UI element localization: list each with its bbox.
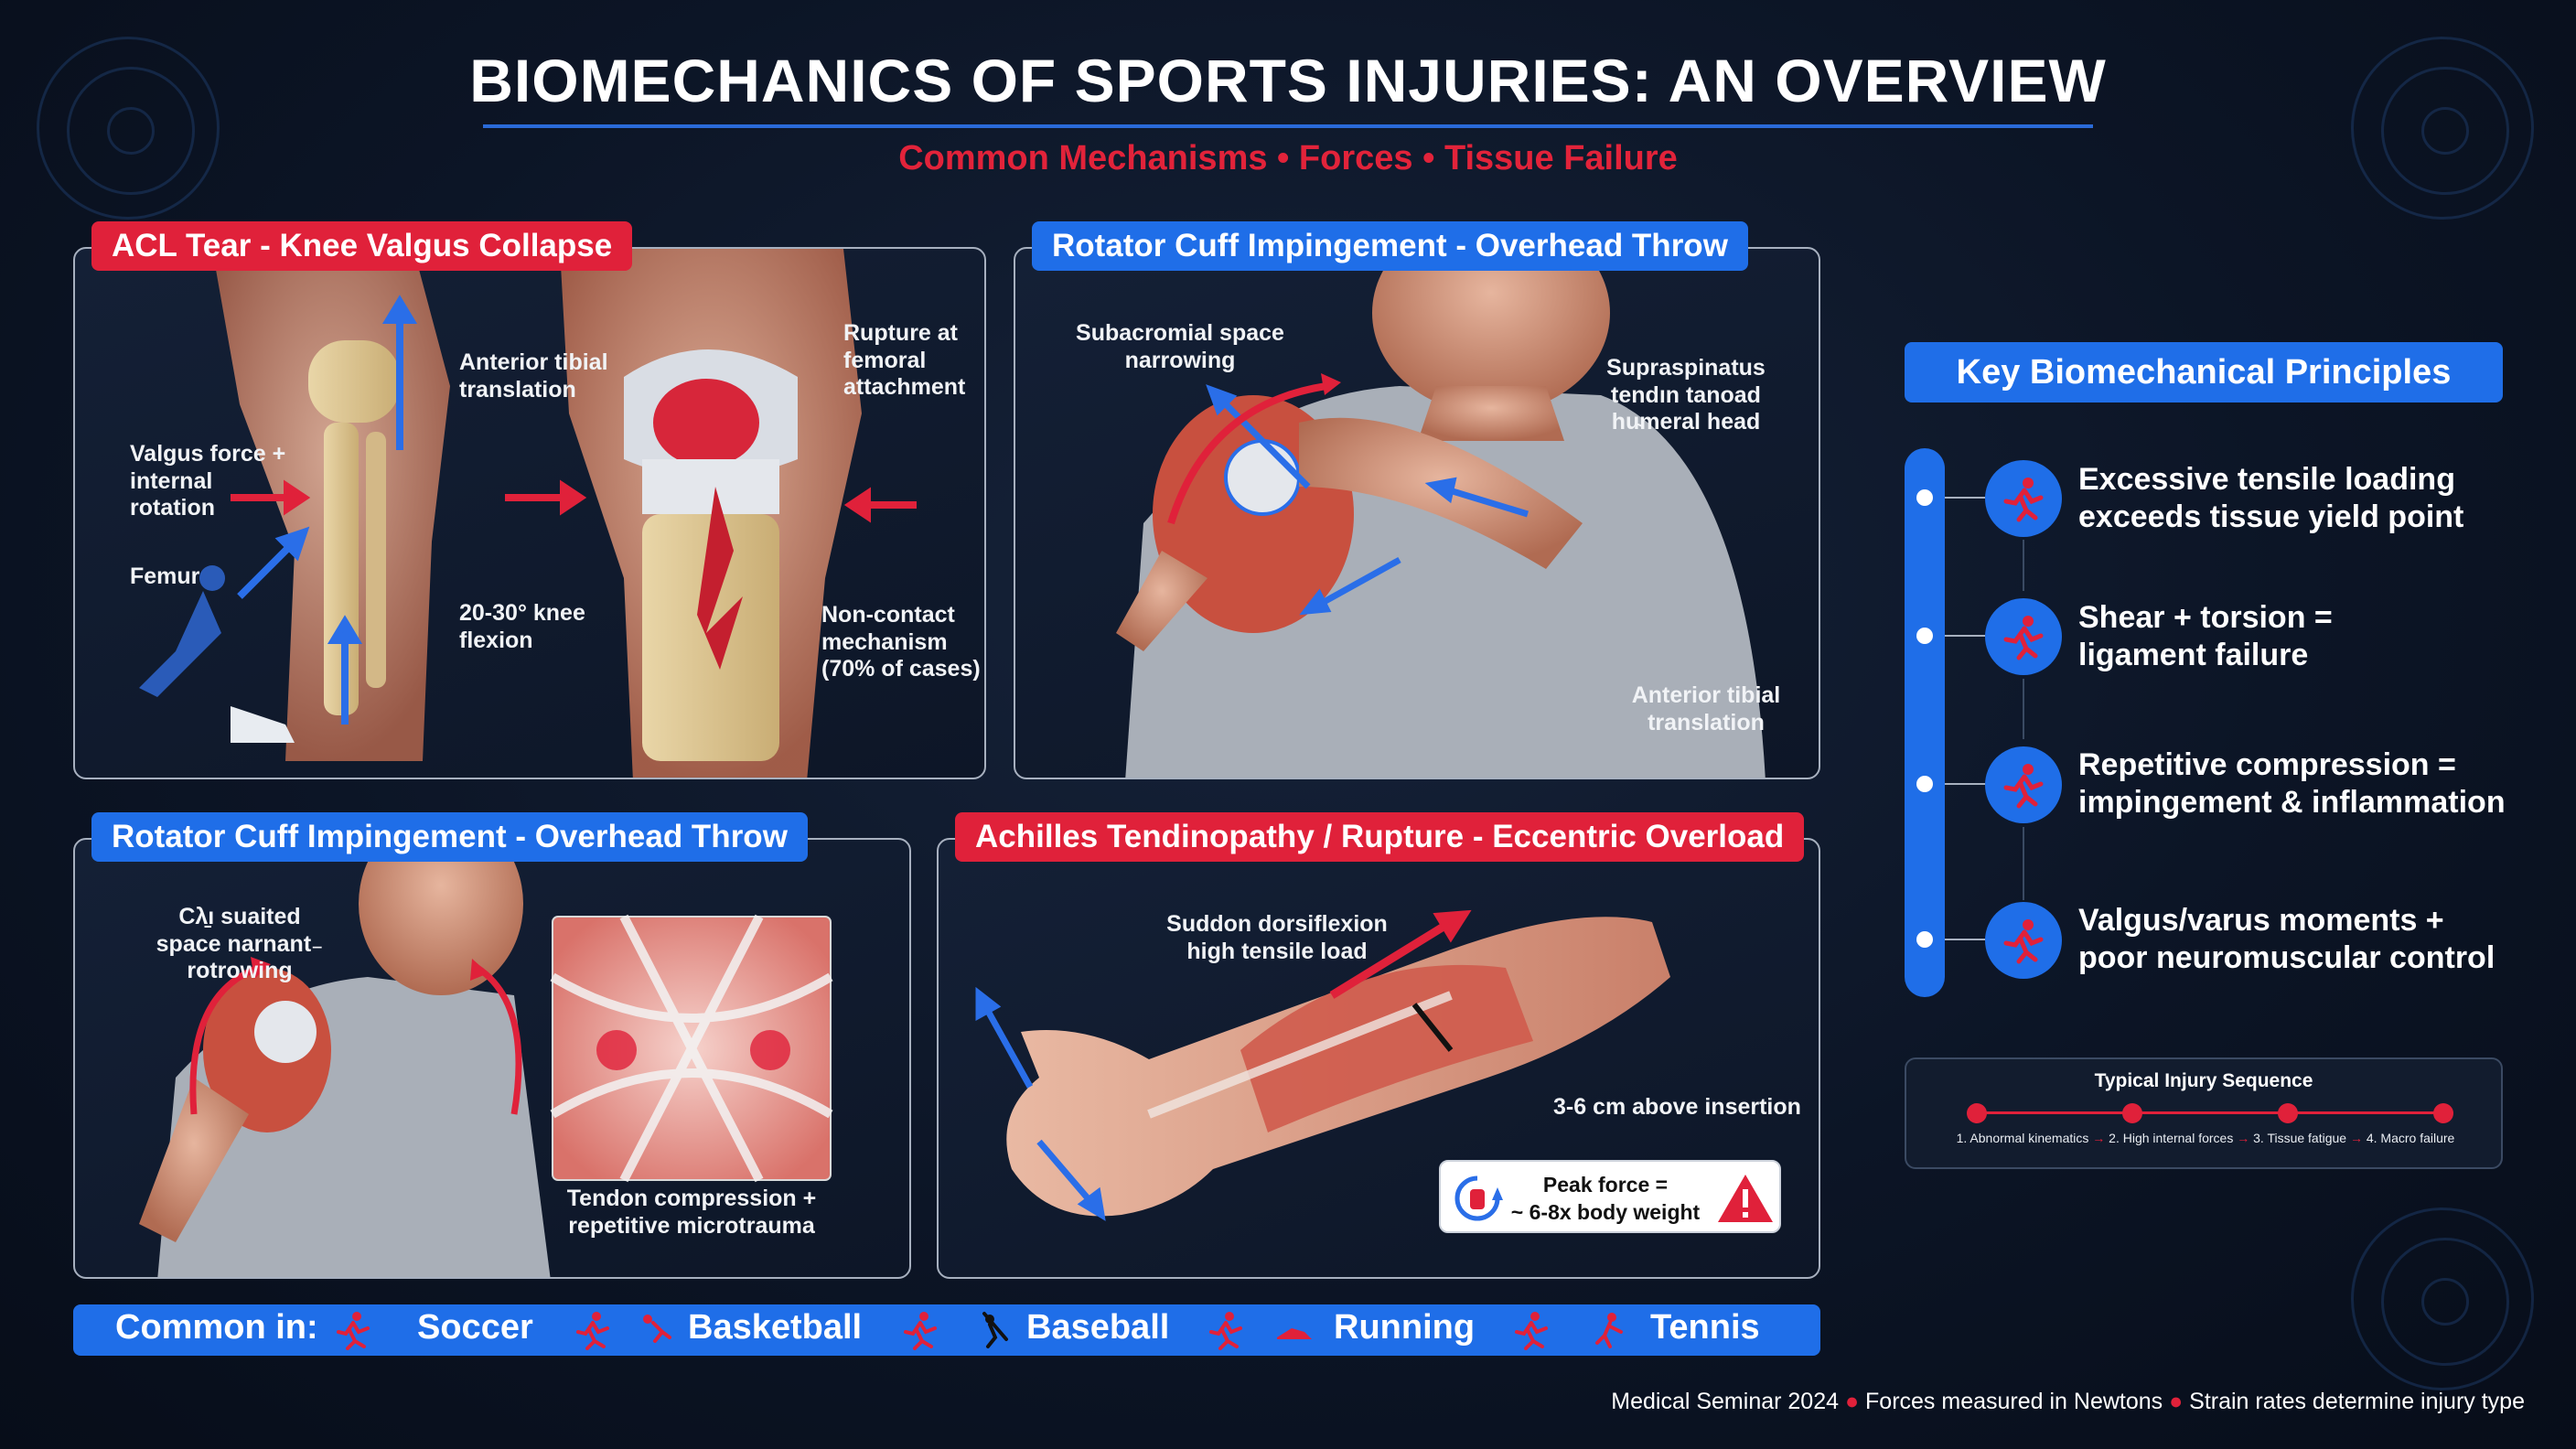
injury-sequence-steps: 1. Abnormal kinematics → 2. High interna… bbox=[1917, 1131, 2494, 1145]
runner-icon bbox=[1515, 1312, 1548, 1350]
principle-connector bbox=[2023, 679, 2024, 739]
principles-timeline bbox=[1905, 448, 1945, 997]
runner-icon bbox=[1985, 902, 2062, 979]
acl-noncontact-label: Non-contact mechanism (70% of cases) bbox=[821, 602, 981, 682]
rotator-cuff-second-panel: Cλ̱ı suaited space narnant₋ rotrowing Te… bbox=[73, 838, 911, 1279]
principle-text: Excessive tensile loading exceeds tissue… bbox=[2078, 462, 2464, 535]
sequence-step: 4. Macro failure bbox=[2366, 1131, 2455, 1145]
acl-tibial-label: Anterior tibial translation bbox=[459, 349, 608, 402]
sequence-dot bbox=[2122, 1103, 2142, 1123]
baseball-batter-icon bbox=[982, 1312, 1008, 1348]
arrow-right-icon: → bbox=[2237, 1131, 2250, 1145]
rotation-force-icon bbox=[1454, 1175, 1503, 1221]
timeline-dot bbox=[1916, 931, 1933, 948]
peak-force-line1: Peak force = bbox=[1542, 1173, 1669, 1197]
sequence-dot bbox=[2433, 1103, 2453, 1123]
timeline-dot bbox=[1916, 489, 1933, 506]
peak-force-box: Peak force = ~ 6-8x body weight bbox=[1439, 1160, 1781, 1233]
runner-icon bbox=[1985, 460, 2062, 537]
subacromial-label: Subacromial space narrowing bbox=[1076, 320, 1284, 373]
runner-icon bbox=[1209, 1312, 1242, 1350]
runner-icon bbox=[337, 1312, 370, 1350]
sequence-step: 2. High internal forces bbox=[2109, 1131, 2234, 1145]
footer-item: Strain rates determine injury type bbox=[2189, 1389, 2525, 1414]
principle-connector bbox=[2023, 827, 2024, 900]
bullet-icon: ● bbox=[1844, 1389, 1866, 1414]
sport-running: Running bbox=[1334, 1308, 1476, 1347]
sequence-step: 1. Abnormal kinematics bbox=[1956, 1131, 2089, 1145]
tendon-compression-label: Tendon compression + repetitive microtra… bbox=[566, 1186, 817, 1239]
corner-target-decoration bbox=[37, 37, 220, 220]
acl-panel: Valgus force + internal rotation Femur A… bbox=[73, 247, 986, 779]
page-title: BIOMECHANICS OF SPORTS INJURIES: AN OVER… bbox=[469, 47, 2107, 114]
sport-basketball: Basketball bbox=[688, 1308, 863, 1347]
principle-text: Shear + torsion = ligament failure bbox=[2078, 600, 2333, 673]
arrow-right-icon: → bbox=[2092, 1131, 2106, 1145]
runner-icon bbox=[1985, 598, 2062, 675]
injury-sequence-line bbox=[1976, 1111, 2444, 1114]
runner-icon bbox=[1985, 746, 2062, 823]
achilles-leg-illustration bbox=[975, 909, 1670, 1221]
achilles-panel-tag: Achilles Tendinopathy / Rupture - Eccent… bbox=[955, 812, 1805, 862]
timeline-dot bbox=[1916, 776, 1933, 792]
timeline-tick bbox=[1945, 497, 1985, 499]
timeline-tick bbox=[1945, 635, 1985, 637]
sequence-dot bbox=[1967, 1103, 1987, 1123]
running-shoe-icon bbox=[1277, 1328, 1312, 1339]
dorsiflexion-label: Suddon dorsiflexion high tensile load bbox=[1166, 911, 1388, 964]
shoulder-illustration bbox=[1116, 249, 1766, 778]
acl-knee-illustration bbox=[139, 249, 917, 778]
acl-valgus-label: Valgus force + internal rotation bbox=[130, 441, 286, 521]
sequence-step: 3. Tissue fatigue bbox=[2253, 1131, 2347, 1145]
corner-target-decoration bbox=[2351, 37, 2534, 220]
arrow-right-icon: → bbox=[2349, 1131, 2363, 1145]
sport-baseball: Baseball bbox=[1026, 1308, 1170, 1347]
timeline-tick bbox=[1945, 939, 1985, 940]
footer-item: Medical Seminar 2024 bbox=[1611, 1389, 1840, 1414]
footer: Medical Seminar 2024 ● Forces measured i… bbox=[1611, 1389, 2525, 1415]
peak-force-line2: ~ 6-8x body weight bbox=[1510, 1200, 1701, 1224]
principle-text: Repetitive compression = impingement & i… bbox=[2078, 747, 2506, 821]
principle-text: Valgus/varus moments + poor neuromuscula… bbox=[2078, 903, 2496, 976]
injury-sequence-title: Typical Injury Sequence bbox=[2094, 1070, 2313, 1091]
warning-icon bbox=[1718, 1175, 1773, 1222]
rotator-cuff-throw-panel: Subacromial space narrowing Supraspinatu… bbox=[1014, 247, 1820, 779]
tennis-player-icon bbox=[1595, 1313, 1623, 1348]
principle-connector bbox=[2023, 540, 2024, 591]
rc-tibial-label: Anterior tibial translation bbox=[1631, 682, 1781, 735]
sports-label: Common in: bbox=[115, 1308, 318, 1347]
bullet-icon: ● bbox=[2169, 1389, 2190, 1414]
achilles-panel: Suddon dorsiflexion high tensile load 3-… bbox=[937, 838, 1820, 1279]
footer-item: Forces measured in Newtons bbox=[1865, 1389, 2163, 1414]
rotator-cuff-second-tag: Rotator Cuff Impingement - Overhead Thro… bbox=[91, 812, 808, 862]
sport-soccer: Soccer bbox=[417, 1308, 533, 1347]
acl-rupture-label: Rupture at femoral attachment bbox=[843, 320, 966, 400]
runner-icon bbox=[576, 1312, 609, 1350]
corner-target-decoration bbox=[2351, 1208, 2534, 1390]
insertion-label: 3-6 cm above insertion bbox=[1553, 1094, 1801, 1120]
timeline-dot bbox=[1916, 628, 1933, 644]
sport-tennis: Tennis bbox=[1650, 1308, 1760, 1347]
timeline-tick bbox=[1945, 783, 1985, 785]
principles-heading: Key Biomechanical Principles bbox=[1905, 342, 2503, 402]
sequence-dot bbox=[2278, 1103, 2298, 1123]
space-narrowing-label: Cλ̱ı suaited space narnant₋ rotrowing bbox=[156, 904, 324, 983]
page-subtitle: Common Mechanisms • Forces • Tissue Fail… bbox=[898, 139, 1678, 177]
basketball-player-icon bbox=[643, 1315, 671, 1343]
shoulder-tendon-illustration bbox=[139, 840, 833, 1277]
rotator-cuff-throw-tag: Rotator Cuff Impingement - Overhead Thro… bbox=[1032, 221, 1748, 271]
title-underline bbox=[483, 124, 2093, 128]
supraspinatus-label: Supraspinatus tendın tanoad hu̴meral hea… bbox=[1606, 355, 1766, 435]
acl-panel-tag: ACL Tear - Knee Valgus Collapse bbox=[91, 221, 633, 271]
runner-icon bbox=[904, 1312, 937, 1350]
acl-femur-label: Femur bbox=[130, 564, 200, 589]
acl-flexion-label: 20-30° knee flexion bbox=[459, 600, 585, 653]
